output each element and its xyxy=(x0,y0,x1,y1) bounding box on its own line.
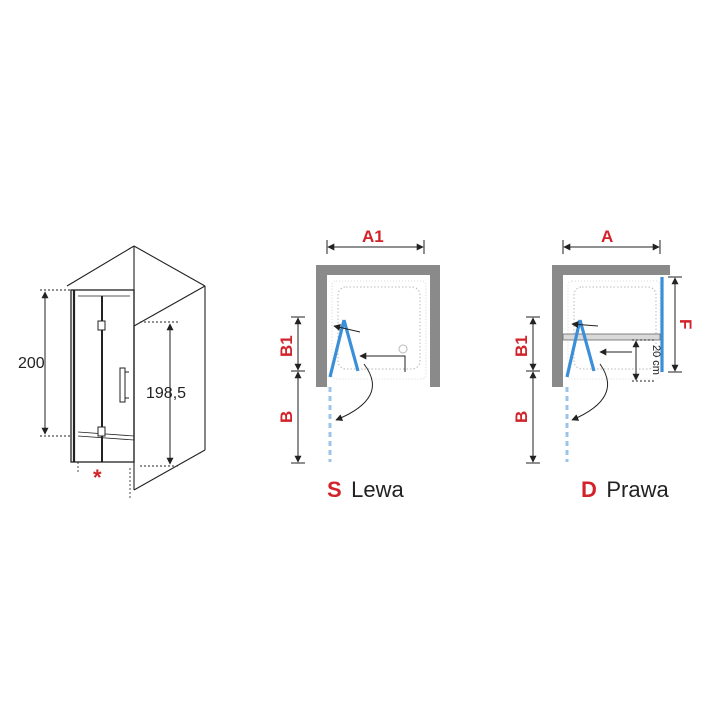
left-width-label: A1 xyxy=(362,227,384,246)
right-stabilizer-bar xyxy=(562,333,661,341)
right-f-dimension xyxy=(668,276,682,373)
right-depth-dimensions xyxy=(526,316,540,464)
right-f-label: F xyxy=(676,319,695,329)
right-b1-label: B1 xyxy=(512,335,531,357)
left-slide-arrow xyxy=(359,352,406,372)
left-tray-outer xyxy=(331,280,427,380)
left-drain-icon xyxy=(398,344,408,354)
back-wall-top xyxy=(133,245,206,287)
left-top-arrow xyxy=(333,324,361,333)
floor-line-2 xyxy=(77,431,135,437)
right-tray xyxy=(573,286,657,370)
left-caption-text: Lewa xyxy=(351,477,404,502)
left-tray xyxy=(337,286,421,370)
right-top-arrow xyxy=(571,320,599,328)
asterisk-label: * xyxy=(93,465,102,490)
right-b-label: B xyxy=(512,411,531,423)
right-width-label: A xyxy=(601,227,613,246)
right-plan: A 20 cm F xyxy=(512,227,695,502)
left-caption: S Lewa xyxy=(327,477,404,502)
inner-height-dimension xyxy=(140,321,178,467)
height-label: 200 xyxy=(18,355,45,372)
width-guides xyxy=(77,462,131,500)
perspective-view xyxy=(66,245,206,491)
right-door-panel-1 xyxy=(565,319,582,378)
door-handle xyxy=(119,367,126,403)
back-wall-left-edge xyxy=(66,245,135,287)
right-width-dimension xyxy=(562,240,661,254)
right-swing-arrow xyxy=(571,363,609,421)
inner-height-label: 198,5 xyxy=(146,385,186,402)
right-gap-label: 20 cm xyxy=(650,345,662,375)
right-wall-bottom xyxy=(133,449,206,491)
left-b1-label: B1 xyxy=(277,335,296,357)
left-door-panel-2 xyxy=(342,319,360,372)
right-door-panel-2 xyxy=(578,319,596,372)
left-depth-dimensions xyxy=(291,316,305,464)
height-dimension xyxy=(40,289,70,437)
right-gap-dimension xyxy=(632,339,654,382)
right-caption-text: Prawa xyxy=(606,477,669,502)
hinge-bottom xyxy=(97,426,106,437)
left-plan: A1 B1 B S Lewa xyxy=(277,227,440,502)
right-caption: D Prawa xyxy=(581,477,669,502)
left-b-label: B xyxy=(277,411,296,423)
floor-line xyxy=(77,435,135,441)
right-wall-front-top xyxy=(133,285,206,327)
left-swing-arrow xyxy=(335,363,373,421)
left-door-panel-1 xyxy=(328,319,346,378)
right-caption-letter: D xyxy=(581,477,597,502)
hinge-top xyxy=(97,320,106,331)
left-caption-letter: S xyxy=(327,477,342,502)
right-tray-outer xyxy=(567,280,661,380)
left-width-dimension xyxy=(326,240,425,254)
